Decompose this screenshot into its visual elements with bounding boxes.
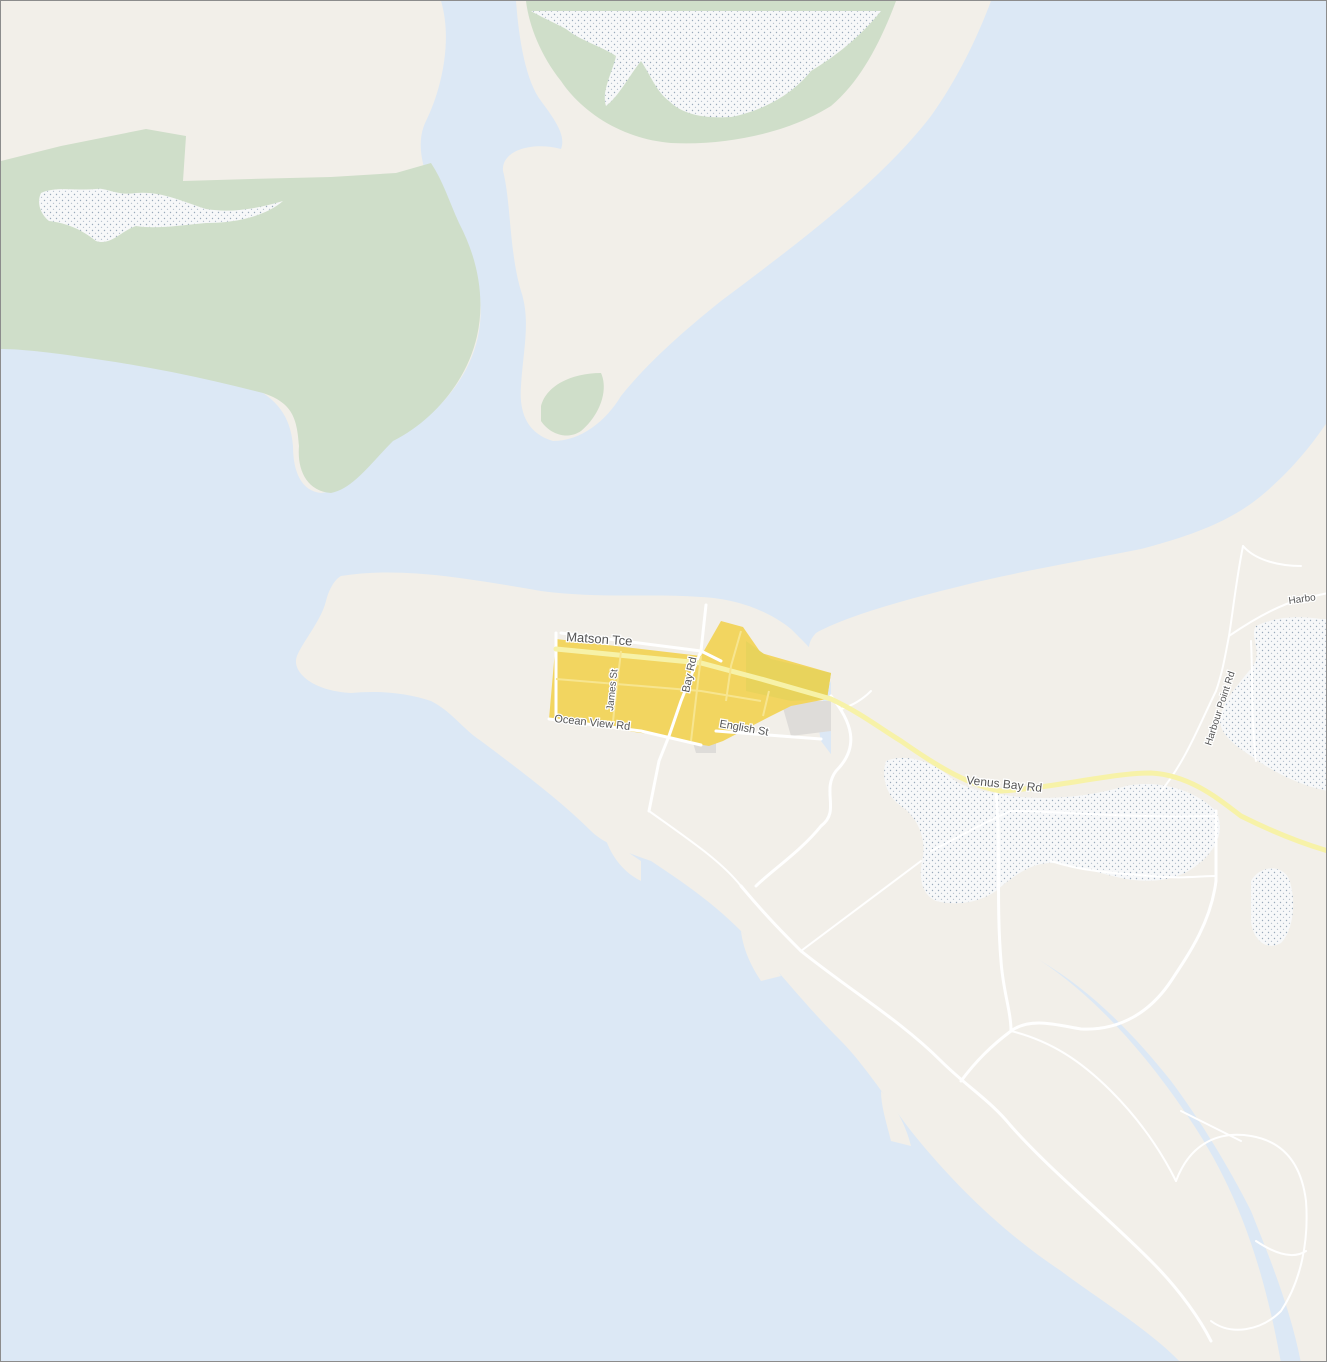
east-marsh-oval: [1251, 868, 1294, 946]
built-area: [691, 701, 831, 753]
town-area-east: [746, 641, 831, 701]
east-land: [808, 423, 1326, 1361]
label-matson-tce: Matson Tce: [566, 629, 633, 649]
venus-bay-rd-line: [553, 646, 1326, 854]
minor-roads: [547, 545, 1326, 1343]
north-islet-park: [541, 373, 604, 436]
matson-tce-line: [559, 631, 723, 663]
northwest-marsh: [39, 188, 283, 243]
east-marsh-central: [884, 757, 1220, 904]
south-peninsula: [295, 572, 1281, 1361]
town-street-lines: [555, 630, 770, 742]
town-area: [549, 621, 831, 746]
label-harbo: Harbo: [1288, 592, 1317, 607]
east-marsh-northeast: [1220, 617, 1326, 791]
north-marsh: [531, 11, 881, 118]
